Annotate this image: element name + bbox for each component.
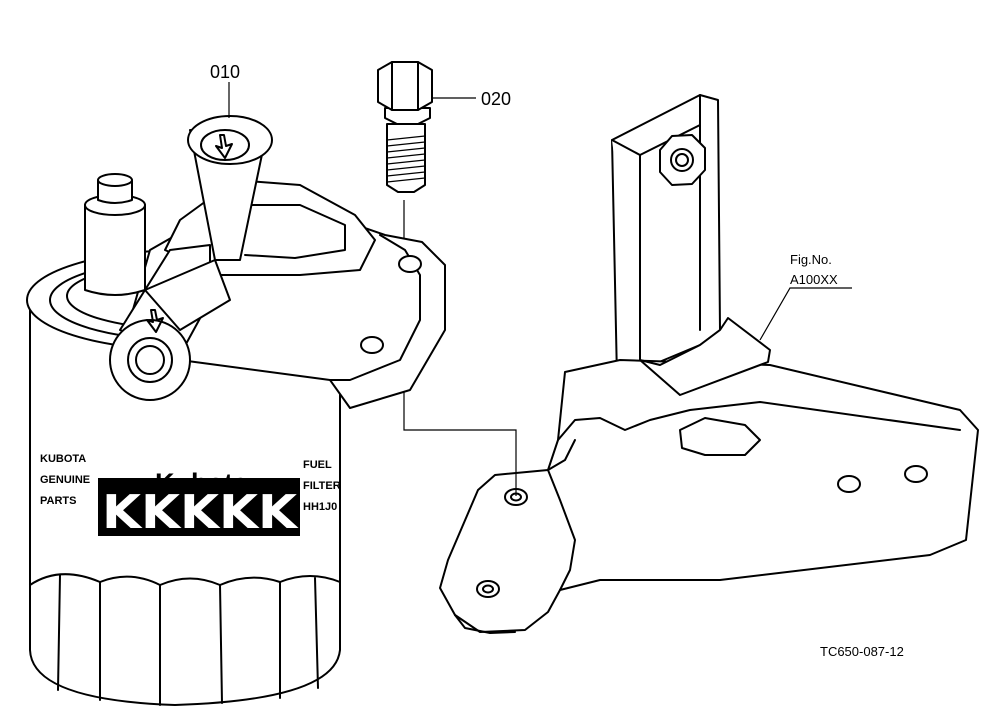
air-vent-plug <box>84 173 146 296</box>
can-text-line-2: GENUINE <box>40 474 90 486</box>
fig-ref-label-line2: A100XX <box>790 272 838 287</box>
callout-label-020: 020 <box>481 89 511 109</box>
fuel-inlet-fitting <box>187 115 273 261</box>
drawing-code: TC650-087-12 <box>820 644 904 659</box>
weld-nut <box>659 134 706 186</box>
fig-ref-label-line1: Fig.No. <box>790 252 832 267</box>
bolt-020 <box>377 61 433 193</box>
kubota-stripe-text: KKKKK <box>102 485 300 539</box>
filter-head <box>84 115 446 409</box>
callout-label-010: 010 <box>210 62 240 82</box>
can-text-line-1: KUBOTA <box>40 453 86 465</box>
kubota-stripe <box>98 478 300 536</box>
mounting-bracket <box>439 94 979 634</box>
callout-leader-fig <box>759 287 852 341</box>
can-text-right-3: HH1J0 <box>303 501 337 513</box>
can-text-line-3: PARTS <box>40 495 76 507</box>
can-text-right-2: FILTER <box>303 480 341 492</box>
can-text-right-1: FUEL <box>303 459 332 471</box>
fuel-outlet-fitting <box>109 244 231 401</box>
